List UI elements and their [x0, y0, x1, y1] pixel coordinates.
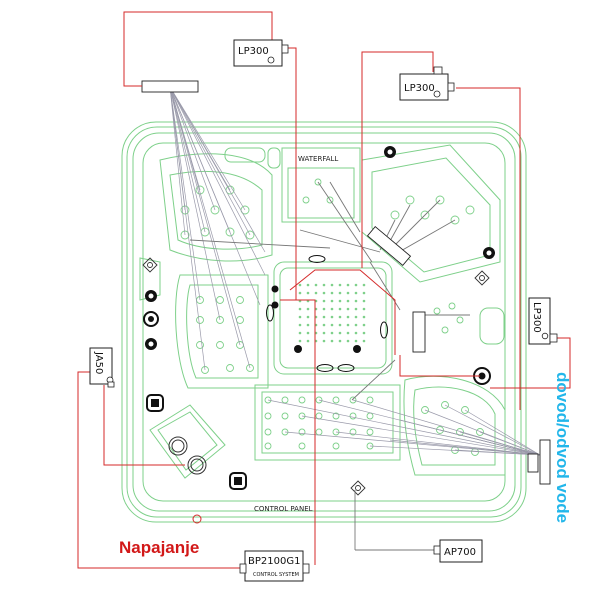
- lp300-right-box: LP300: [399, 66, 455, 101]
- bp2100-label: BP2100G1: [248, 556, 300, 567]
- manifolds: [141, 80, 551, 485]
- ap700-label: AP700: [444, 547, 476, 558]
- pipe-fan-right: [267, 399, 541, 456]
- ja50-box: JA50: [89, 347, 115, 388]
- waterfall-label: WATERFALL: [298, 155, 338, 163]
- tub-outline: [121, 121, 527, 523]
- lp300-top-box: LP300: [233, 39, 289, 67]
- lp300-side-box: LP300: [528, 297, 558, 345]
- ja50-label: JA50: [93, 351, 104, 374]
- filter-circles: [168, 436, 207, 524]
- napajanje-label: Napajanje: [119, 538, 199, 557]
- dovod-odvod-label: dovod/odvod vode: [553, 372, 572, 523]
- control-system-label: CONTROL SYSTEM: [253, 572, 299, 578]
- ap700-box: AP700: [433, 539, 483, 563]
- footwell-grid: [298, 283, 366, 343]
- lp300-top-label: LP300: [238, 46, 269, 57]
- lp300-side-label: LP300: [531, 302, 542, 333]
- bp2100-box: BP2100G1 CONTROL SYSTEM: [239, 550, 310, 582]
- pipe-fan-left: [169, 86, 266, 371]
- fittings: [143, 146, 495, 490]
- red-wiring: [77, 11, 571, 569]
- lp300-right-label: LP300: [404, 83, 435, 94]
- drain-diamonds: [142, 257, 490, 496]
- control-panel-label: CONTROL PANEL: [254, 505, 313, 513]
